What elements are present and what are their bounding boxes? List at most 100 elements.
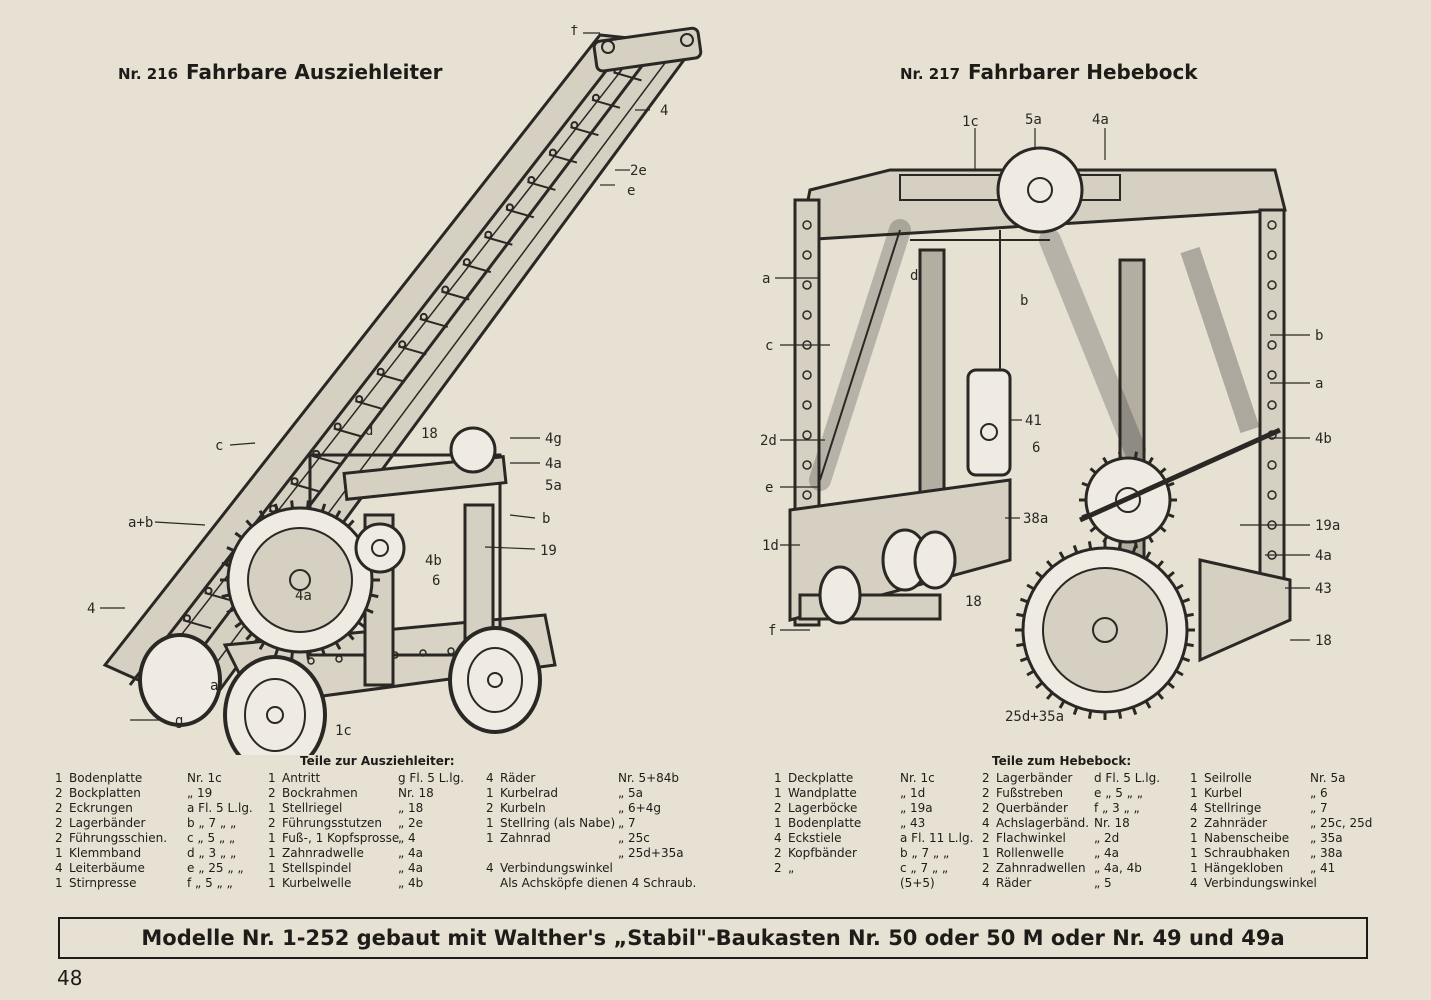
part-name: Zahnradwelle: [282, 846, 364, 860]
ladder-label: 4g: [545, 431, 562, 447]
jack-label: 4a: [1315, 548, 1332, 564]
part-qty: 1: [1190, 846, 1198, 860]
part-name: Antritt: [282, 771, 321, 785]
part-ref: d Fl. 5 L.lg.: [1094, 771, 1161, 785]
ladder-label: c: [215, 438, 223, 454]
part-ref: „ 6: [1310, 786, 1328, 800]
parts-row: 2„c „ 7 „ „: [774, 861, 974, 876]
part-ref: „ 18: [398, 801, 424, 815]
part-qty: 1: [268, 861, 276, 875]
part-qty: 1: [268, 771, 276, 785]
part-ref: „ 6+4g: [618, 801, 661, 815]
part-ref: „ 25c: [618, 831, 650, 845]
part-name: Bodenplatte: [69, 771, 143, 785]
part-qty: 2: [55, 816, 63, 830]
part-ref: „ 7: [1310, 801, 1328, 815]
parts-row: Als Achsköpfe dienen 4 Schraub.: [486, 876, 706, 891]
part-qty: 2: [982, 861, 990, 875]
ladder-label: d: [365, 423, 373, 439]
part-qty: 1: [486, 816, 494, 830]
ladder-label: 1c: [335, 723, 352, 739]
part-ref: Nr. 5a: [1310, 771, 1346, 785]
part-name: Zahnradwellen: [996, 861, 1086, 875]
jack-label: 2d: [760, 433, 777, 449]
jack-label: 38a: [1023, 511, 1048, 527]
part-name: Stellspindel: [282, 861, 352, 875]
part-name: Eckrungen: [69, 801, 133, 815]
part-name: Querbänder: [996, 801, 1068, 815]
part-ref: d „ 3 „ „: [187, 846, 237, 860]
model-number: Nr. 217: [900, 65, 961, 83]
ladder-label: 2e: [630, 163, 647, 179]
part-qty: 1: [486, 786, 494, 800]
part-ref: „ 19: [187, 786, 213, 800]
part-qty: 2: [486, 801, 494, 815]
part-qty: 1: [55, 771, 63, 785]
part-ref: e „ 5 „ „: [1094, 786, 1143, 800]
part-name: Leiterbäume: [69, 861, 145, 875]
part-qty: 4: [774, 831, 782, 845]
jack-label: c: [765, 338, 773, 354]
part-qty: 1: [55, 846, 63, 860]
part-name: Nabenscheibe: [1204, 831, 1290, 845]
part-qty: 1: [774, 771, 782, 785]
ladder-label: g: [175, 713, 183, 729]
jack-label: 41: [1025, 413, 1042, 429]
parts-row: „ 25d+35a: [486, 846, 706, 861]
part-name: Rollenwelle: [996, 846, 1065, 860]
part-name: Stirnpresse: [69, 876, 137, 890]
ladder-label: 18: [421, 426, 438, 442]
part-ref: „ 2e: [398, 816, 424, 830]
ladder-label: 4: [660, 103, 668, 119]
part-ref: „ 4: [398, 831, 416, 845]
part-qty: 1: [774, 786, 782, 800]
part-name: Kurbelwelle: [282, 876, 352, 890]
part-ref: „ 38a: [1310, 846, 1343, 860]
part-qty: 2: [982, 801, 990, 815]
part-ref: Nr. 1c: [187, 771, 222, 785]
part-qty: 1: [268, 801, 276, 815]
parts-row: (5+5): [774, 876, 974, 891]
part-name: Räder: [996, 876, 1032, 890]
part-ref: c „ 7 „ „: [900, 861, 949, 875]
part-ref: „ 25c, 25d: [1310, 816, 1373, 830]
ladder-label: 5a: [545, 478, 562, 494]
part-qty: 1: [55, 876, 63, 890]
part-qty: 2: [982, 786, 990, 800]
part-qty: 1: [268, 831, 276, 845]
ladder-label: 19: [540, 543, 557, 559]
part-qty: 4: [55, 861, 63, 875]
part-name: Seilrolle: [1204, 771, 1252, 785]
part-ref: f „ 3 „ „: [1094, 801, 1140, 815]
part-ref: b „ 7 „ „: [900, 846, 950, 860]
part-ref: „ 4a: [398, 861, 424, 875]
part-qty: 2: [268, 816, 276, 830]
